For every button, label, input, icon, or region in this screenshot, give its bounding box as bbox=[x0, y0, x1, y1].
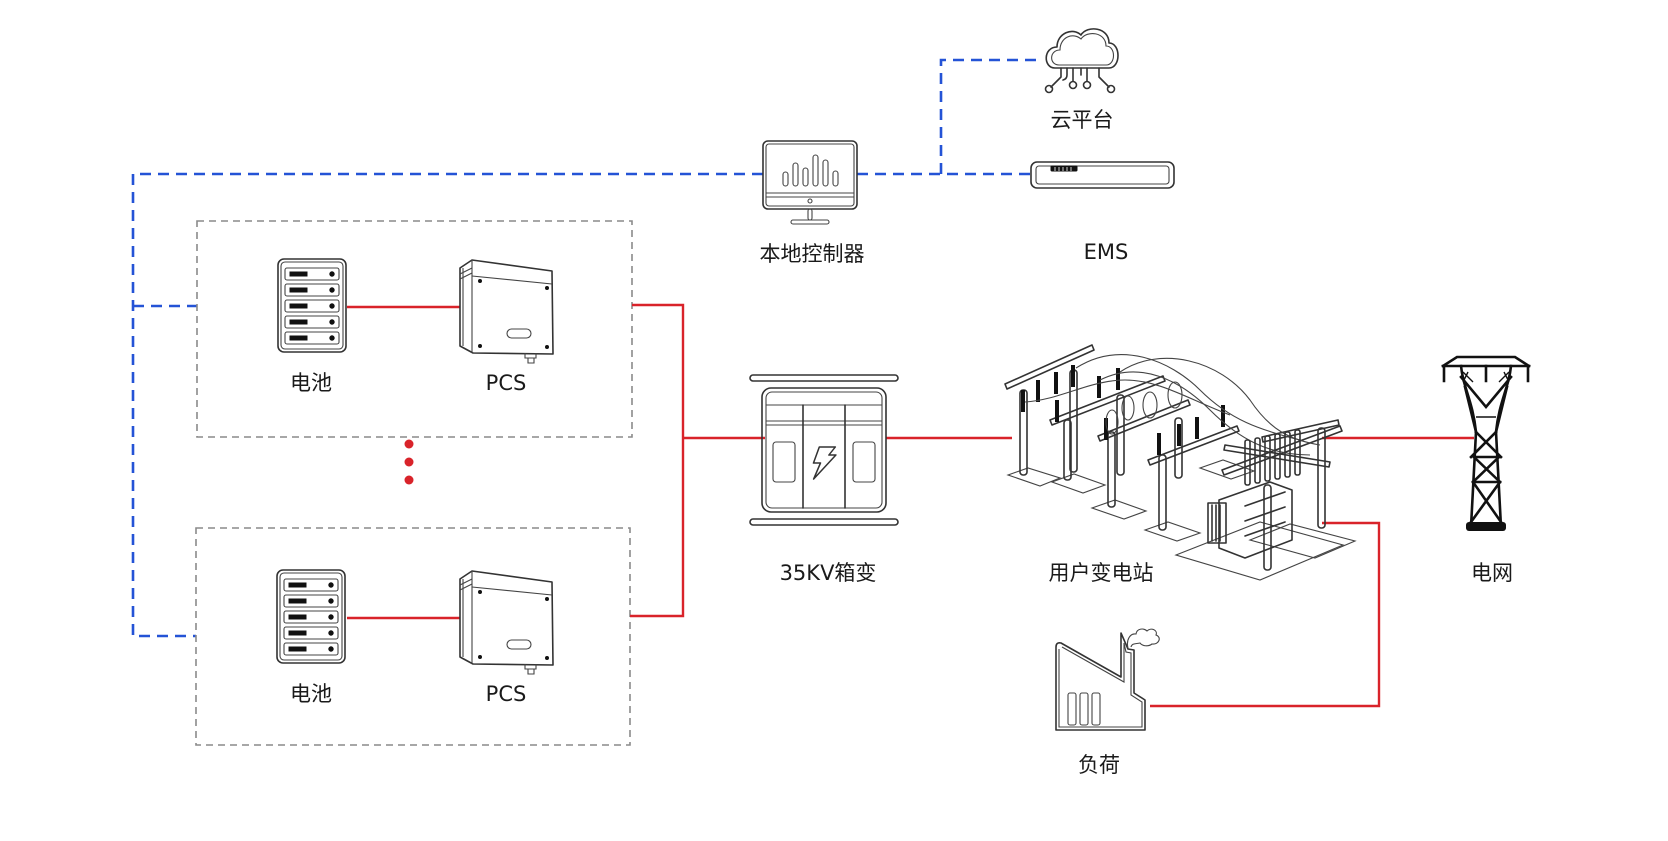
label-ems: EMS bbox=[1083, 240, 1129, 264]
label-box-transformer: 35KV箱变 bbox=[779, 561, 877, 585]
battery-rack-icon[interactable] bbox=[276, 569, 346, 664]
comm-line-controller-to-units bbox=[131, 172, 763, 638]
power-line-substation-to-load bbox=[1150, 521, 1381, 708]
comm-line-to-cloud bbox=[939, 58, 1043, 174]
ellipsis-dot bbox=[404, 457, 414, 467]
label-cloud: 云平台 bbox=[1050, 108, 1114, 132]
factory-icon[interactable] bbox=[1055, 628, 1160, 731]
substation-icon[interactable] bbox=[1004, 344, 1357, 581]
battery-rack-icon[interactable] bbox=[277, 258, 347, 353]
ellipsis-dot bbox=[404, 439, 414, 449]
label-grid: 电网 bbox=[1471, 561, 1513, 585]
label-load: 负荷 bbox=[1078, 753, 1120, 777]
power-line-bus bbox=[630, 303, 685, 618]
more-units-ellipsis bbox=[404, 439, 414, 485]
label-controller: 本地控制器 bbox=[759, 242, 865, 266]
storage-groups bbox=[195, 220, 633, 746]
transmission-tower-icon[interactable] bbox=[1441, 355, 1531, 531]
comm-lines bbox=[131, 58, 1043, 638]
storage-unit-2-box bbox=[195, 527, 631, 746]
storage-unit-1-box bbox=[196, 220, 633, 438]
label-substation: 用户变电站 bbox=[1048, 561, 1154, 585]
pcs-cabinet-icon[interactable] bbox=[459, 259, 554, 364]
rack-device-icon[interactable] bbox=[1030, 161, 1175, 189]
ellipsis-dot bbox=[404, 475, 414, 485]
monitor-chart-icon[interactable] bbox=[762, 140, 858, 225]
label-unit1-battery: 电池 bbox=[290, 371, 332, 395]
label-unit2-pcs: PCS bbox=[485, 682, 527, 706]
box-transformer-icon[interactable] bbox=[749, 374, 899, 526]
label-unit2-battery: 电池 bbox=[290, 682, 332, 706]
power-lines bbox=[347, 303, 1474, 708]
cloud-network-icon[interactable] bbox=[1044, 28, 1119, 94]
pcs-cabinet-icon[interactable] bbox=[459, 570, 554, 675]
label-unit1-pcs: PCS bbox=[485, 371, 527, 395]
